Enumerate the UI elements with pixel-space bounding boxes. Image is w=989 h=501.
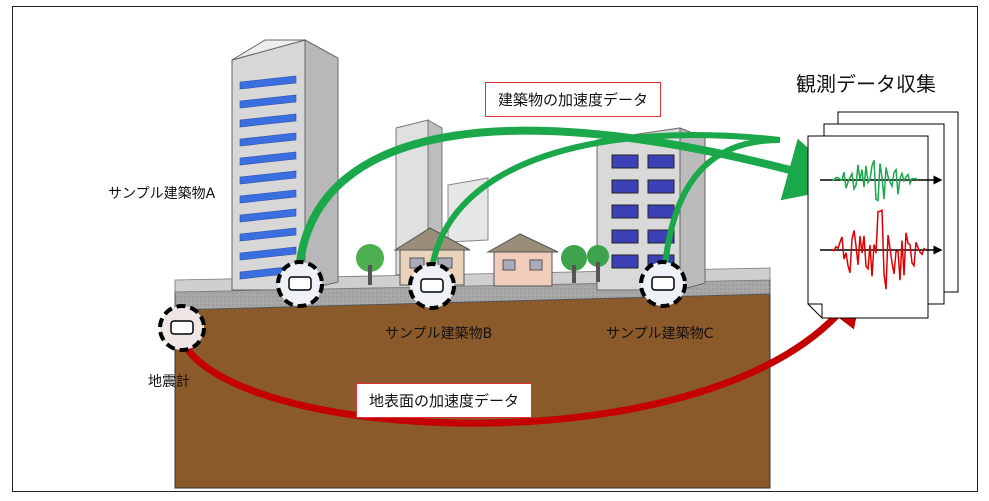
window — [611, 229, 639, 244]
window — [611, 154, 639, 169]
tree-3 — [587, 245, 609, 282]
red-arrow — [178, 283, 863, 427]
building-accel-label: 建築物の加速度データ — [485, 82, 662, 117]
window — [239, 208, 297, 223]
window — [239, 94, 297, 109]
window — [239, 113, 297, 128]
window — [611, 204, 639, 219]
sensor-a-icon — [276, 260, 324, 308]
building-b-label: サンプル建築物B — [385, 326, 493, 342]
window — [611, 254, 639, 269]
window — [239, 75, 297, 90]
seismometer-label: 地震計 — [148, 374, 190, 390]
building-a — [231, 39, 339, 291]
building-c-label: サンプル建築物C — [606, 326, 714, 342]
window — [647, 179, 675, 194]
window — [239, 151, 297, 166]
window — [647, 154, 675, 169]
surface-accel-label: 地表面の加速度データ — [356, 383, 533, 418]
diagram-frame — [12, 6, 978, 492]
window — [611, 179, 639, 194]
window — [239, 246, 297, 261]
green-arrow-a — [296, 126, 851, 263]
tree-1 — [356, 244, 384, 285]
diagram-title: 観測データ収集 — [796, 72, 936, 96]
building-c — [596, 127, 706, 291]
green-arrow-b — [429, 132, 781, 269]
window — [239, 170, 297, 185]
sensor-b-icon — [408, 262, 456, 310]
window — [239, 227, 297, 242]
data-documents-icon — [807, 111, 959, 319]
window — [239, 132, 297, 147]
sensor-c-icon — [639, 260, 687, 308]
building-a-label: サンプル建築物A — [108, 186, 216, 202]
green-arrow-c — [662, 137, 781, 267]
house-2 — [486, 233, 559, 287]
window — [647, 204, 675, 219]
seismometer-icon — [158, 304, 206, 352]
tree-2 — [561, 245, 587, 283]
window — [239, 189, 297, 204]
